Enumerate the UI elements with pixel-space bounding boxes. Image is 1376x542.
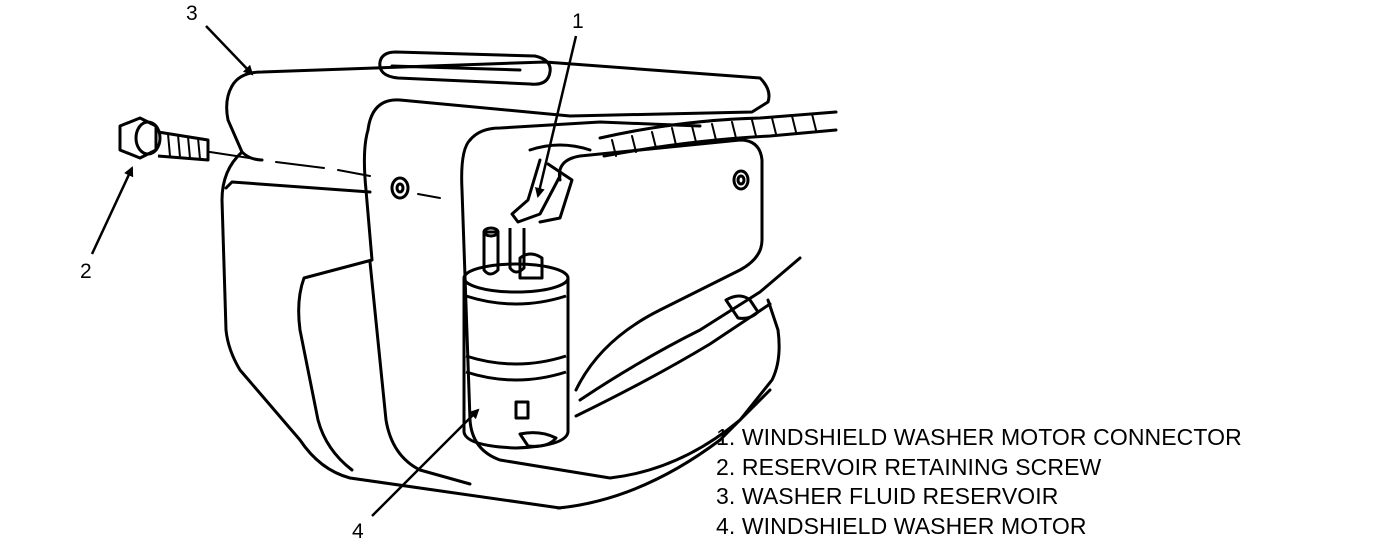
legend-item-connector: 1. WINDSHIELD WASHER MOTOR CONNECTOR bbox=[716, 424, 1242, 450]
leader-line-4 bbox=[371, 408, 480, 517]
legend: 1. WINDSHIELD WASHER MOTOR CONNECTOR 2. … bbox=[716, 423, 1242, 541]
leader-lines bbox=[90, 25, 578, 517]
callout-number-4: 4 bbox=[352, 520, 364, 542]
callout-number-3: 3 bbox=[186, 2, 198, 25]
legend-item-screw: 2. RESERVOIR RETAINING SCREW bbox=[716, 453, 1102, 480]
callout-number-2: 2 bbox=[80, 260, 92, 283]
washer-fluid-reservoir bbox=[209, 50, 838, 510]
callout-number-1: 1 bbox=[572, 10, 584, 33]
leader-line-3 bbox=[205, 25, 254, 76]
leader-line-2 bbox=[90, 166, 134, 255]
legend-item-motor: 4. WINDSHIELD WASHER MOTOR bbox=[716, 512, 1087, 539]
retaining-screw bbox=[118, 116, 210, 162]
leader-line-1 bbox=[534, 35, 578, 198]
washer-motor bbox=[462, 226, 570, 450]
legend-item-reservoir: 3. WASHER FLUID RESERVOIR bbox=[716, 483, 1059, 509]
